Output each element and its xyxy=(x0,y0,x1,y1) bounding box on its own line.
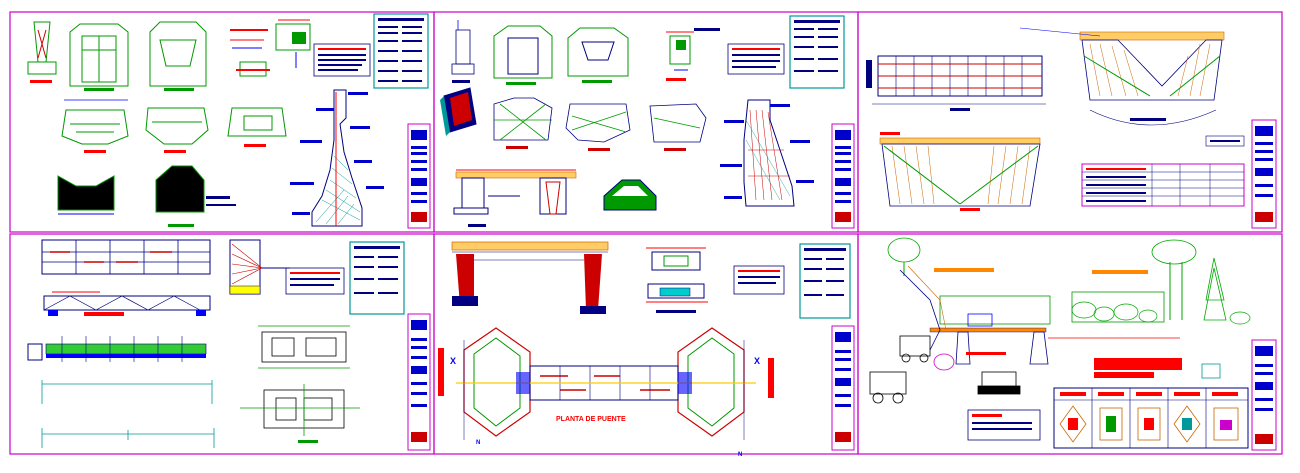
site-elevation-6 xyxy=(899,265,1182,378)
north-mark-right: N xyxy=(738,452,742,458)
detail-2 xyxy=(666,28,720,81)
section-detail-5 xyxy=(646,247,708,313)
north-mark-left: N xyxy=(476,440,480,446)
pier-small-2 xyxy=(451,20,475,83)
title-block-6 xyxy=(1251,339,1277,451)
isometric-block xyxy=(440,87,477,136)
solid-sections xyxy=(57,165,236,227)
bridge-plan-5: X X N N PLANTA DE PUENTE xyxy=(438,327,774,458)
notes-block-1 xyxy=(313,13,429,89)
title-block-4 xyxy=(407,313,431,451)
dimension-lines-4 xyxy=(41,380,215,448)
fan-detail-4 xyxy=(229,239,290,295)
symbols-legend-6 xyxy=(967,387,1249,449)
title-block-1 xyxy=(407,123,431,229)
title-block-3 xyxy=(1251,119,1277,229)
sheet-4-content xyxy=(27,239,405,448)
sheet-2-content xyxy=(440,15,845,227)
elevation-3 xyxy=(1019,27,1225,126)
truss-elevation-4 xyxy=(43,291,211,316)
title-block-2 xyxy=(831,123,855,229)
bridge-elevation-5 xyxy=(451,241,609,314)
sheet-frames xyxy=(9,11,1283,455)
machinery-6 xyxy=(869,313,1221,404)
sheet-6-content xyxy=(869,237,1251,449)
wingwall-plans xyxy=(61,99,287,153)
quantities-table-3 xyxy=(1081,135,1245,207)
title-block-5 xyxy=(831,325,855,451)
abutment-views-2 xyxy=(493,25,629,85)
sheet-6-frame xyxy=(857,233,1283,455)
sheet-5-content: X X N N PLANTA DE PUENTE xyxy=(438,241,851,458)
wingwall-plans-2 xyxy=(493,97,707,151)
deck-plan-3 xyxy=(866,55,1046,111)
section-mark-right: X xyxy=(754,356,760,366)
sheet-1-content xyxy=(27,13,429,227)
reinforcement-detail xyxy=(230,19,311,77)
section-mark-left: X xyxy=(450,356,456,366)
notes-block-2 xyxy=(727,15,845,89)
notes-block-5 xyxy=(733,243,851,319)
wing-perspective-2 xyxy=(603,179,657,211)
pier-section-tall-2 xyxy=(720,99,814,207)
sheet-3-content xyxy=(866,27,1245,211)
sheet-5-frame xyxy=(433,233,859,455)
bearing-plan-4 xyxy=(240,325,360,443)
girder-elevation-4 xyxy=(27,336,207,362)
plan-title: PLANTA DE PUENTE xyxy=(556,416,626,423)
notes-block-4 xyxy=(285,241,405,315)
abutment-views-top xyxy=(69,21,207,91)
sheet-3-frame xyxy=(857,11,1283,233)
pier-elevation-small xyxy=(27,21,57,83)
span-profile-2 xyxy=(453,169,577,227)
title-blocks xyxy=(407,119,1277,451)
truss-elevation-3 xyxy=(879,132,1041,211)
pier-section-tall xyxy=(290,89,384,227)
deck-plan-4 xyxy=(41,239,211,275)
